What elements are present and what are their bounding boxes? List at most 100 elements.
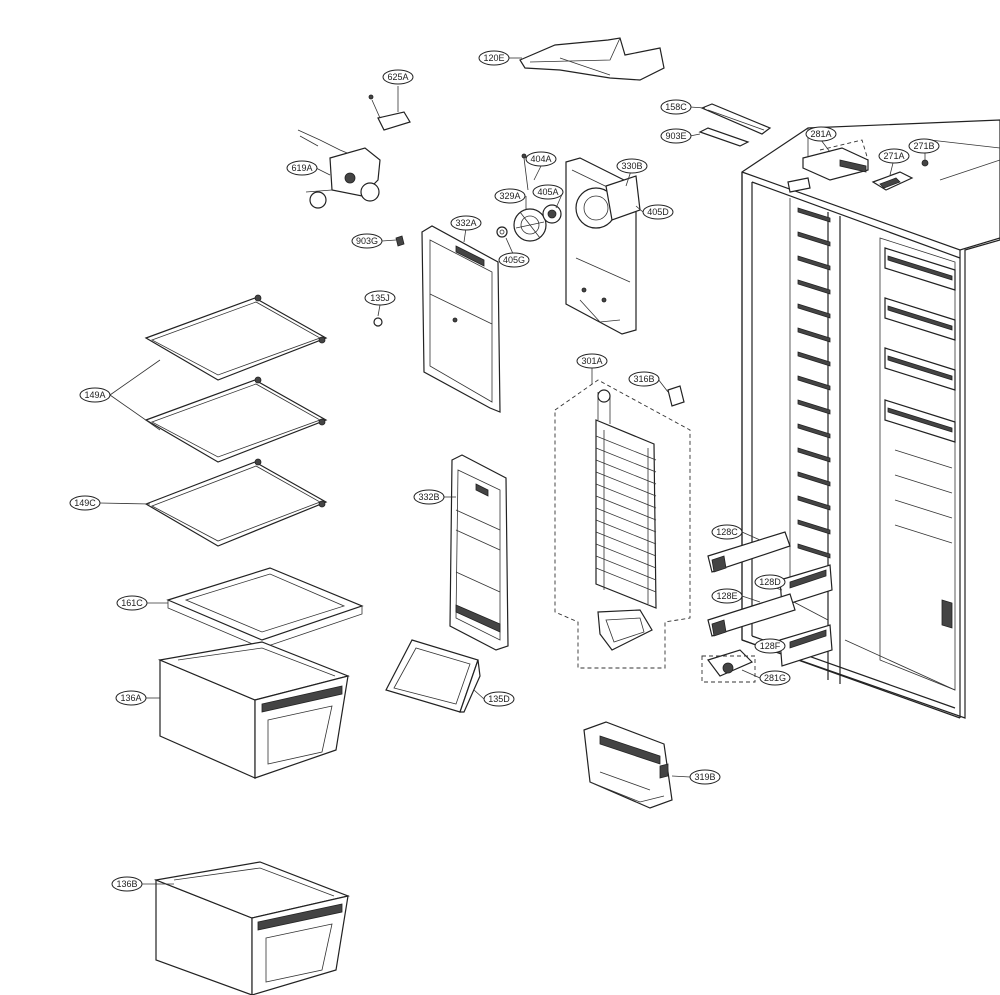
screw-271b xyxy=(921,159,929,167)
evaporator-cover-332a xyxy=(421,225,501,413)
svg-text:135D: 135D xyxy=(488,694,510,704)
callout-619a: 619A xyxy=(286,160,318,176)
duct-319b xyxy=(583,721,673,809)
callout-319b: 319B xyxy=(689,769,721,785)
callout-128f: 128F xyxy=(754,638,786,654)
svg-text:136A: 136A xyxy=(120,693,141,703)
callout-281g: 281G xyxy=(759,670,791,686)
svg-text:149A: 149A xyxy=(84,390,105,400)
shelf-149a-upper xyxy=(144,294,328,381)
hinge-271a xyxy=(871,171,914,191)
callout-135d: 135D xyxy=(483,691,515,707)
svg-text:128D: 128D xyxy=(759,577,781,587)
svg-text:619A: 619A xyxy=(291,163,312,173)
svg-text:149C: 149C xyxy=(74,498,96,508)
motor-mount-405d xyxy=(605,175,641,221)
callout-128d: 128D xyxy=(754,574,786,590)
freezer-side-ribs xyxy=(797,207,831,559)
callout-128c: 128C xyxy=(711,524,743,540)
svg-text:332B: 332B xyxy=(418,492,439,502)
callout-329a: 329A xyxy=(494,188,526,204)
svg-text:316B: 316B xyxy=(633,374,654,384)
callout-332b: 332B xyxy=(413,489,445,505)
shelf-149c xyxy=(144,458,328,547)
callout-903e: 903E xyxy=(660,128,692,144)
svg-text:404A: 404A xyxy=(530,154,551,164)
svg-text:903E: 903E xyxy=(665,131,686,141)
svg-text:128E: 128E xyxy=(716,591,737,601)
svg-text:405D: 405D xyxy=(647,207,669,217)
callout-405a: 405A xyxy=(532,184,564,200)
shelf-149a-lower xyxy=(144,376,328,463)
water-valve-619a xyxy=(297,129,381,209)
callout-405g: 405G xyxy=(498,252,530,268)
gasket-903e xyxy=(698,127,750,147)
control-box-281a xyxy=(802,139,869,181)
callout-404a: 404A xyxy=(525,151,557,167)
crisper-drawer-136b xyxy=(153,861,351,995)
callout-136b: 136B xyxy=(111,876,143,892)
svg-text:405G: 405G xyxy=(503,255,525,265)
svg-text:332A: 332A xyxy=(455,218,476,228)
callout-332a: 332A xyxy=(450,215,482,231)
svg-text:128F: 128F xyxy=(760,641,781,651)
sensor-316b xyxy=(667,385,685,407)
svg-text:271B: 271B xyxy=(913,141,934,151)
callout-281a: 281A xyxy=(805,126,837,142)
callout-158c: 158C xyxy=(660,99,692,115)
callout-330b: 330B xyxy=(616,158,648,174)
crisper-drawer-136a xyxy=(157,641,350,779)
callout-135j: 135J xyxy=(364,290,396,306)
callout-625a: 625A xyxy=(382,69,414,85)
callout-161c: 161C xyxy=(116,595,148,611)
callout-271b: 271B xyxy=(908,138,940,154)
svg-text:158C: 158C xyxy=(665,102,687,112)
callout-149a: 149A xyxy=(79,387,111,403)
refrigerator-cabinet xyxy=(741,119,1000,719)
hinge-281g xyxy=(701,649,756,683)
fan-blade-329a xyxy=(513,208,547,242)
crisper-cover-161c xyxy=(166,567,364,649)
callout-301a: 301A xyxy=(576,353,608,369)
svg-text:271A: 271A xyxy=(883,151,904,161)
svg-text:330B: 330B xyxy=(621,161,642,171)
callout-405d: 405D xyxy=(642,204,674,220)
cap-135j xyxy=(373,317,383,327)
svg-text:301A: 301A xyxy=(581,356,602,366)
svg-text:136B: 136B xyxy=(116,879,137,889)
callout-903g: 903G xyxy=(351,233,383,249)
callout-271a: 271A xyxy=(878,148,910,164)
svg-text:135J: 135J xyxy=(370,293,390,303)
svg-text:903G: 903G xyxy=(356,236,378,246)
svg-text:329A: 329A xyxy=(499,191,520,201)
callout-120e: 120E xyxy=(478,50,510,66)
fan-motor-404a xyxy=(521,153,529,191)
clip-903g xyxy=(395,235,405,247)
guide-rail-128e xyxy=(707,593,796,637)
grommet-405g xyxy=(496,226,508,238)
callout-136a: 136A xyxy=(115,690,147,706)
evaporator-cover-332b xyxy=(449,454,509,651)
svg-text:319B: 319B xyxy=(694,772,715,782)
fridge-side-ribs xyxy=(884,247,956,544)
guide-rail-128c xyxy=(707,531,791,573)
evaporator-301a xyxy=(554,379,691,669)
callout-128e: 128E xyxy=(711,588,743,604)
svg-text:405A: 405A xyxy=(537,187,558,197)
svg-text:625A: 625A xyxy=(387,72,408,82)
callout-316b: 316B xyxy=(628,371,660,387)
tray-135d xyxy=(385,639,481,713)
guide-rail-128f xyxy=(779,624,833,667)
damper-625a xyxy=(368,94,411,131)
fan-shroud-405a xyxy=(542,204,562,224)
svg-text:120E: 120E xyxy=(483,53,504,63)
svg-text:281A: 281A xyxy=(810,129,831,139)
heater-158c xyxy=(700,103,772,135)
svg-text:128C: 128C xyxy=(716,527,738,537)
svg-text:281G: 281G xyxy=(764,673,786,683)
callout-149c: 149C xyxy=(69,495,101,511)
top-fitting xyxy=(787,177,811,193)
duct-cover-120e xyxy=(519,37,665,81)
svg-text:161C: 161C xyxy=(121,598,143,608)
